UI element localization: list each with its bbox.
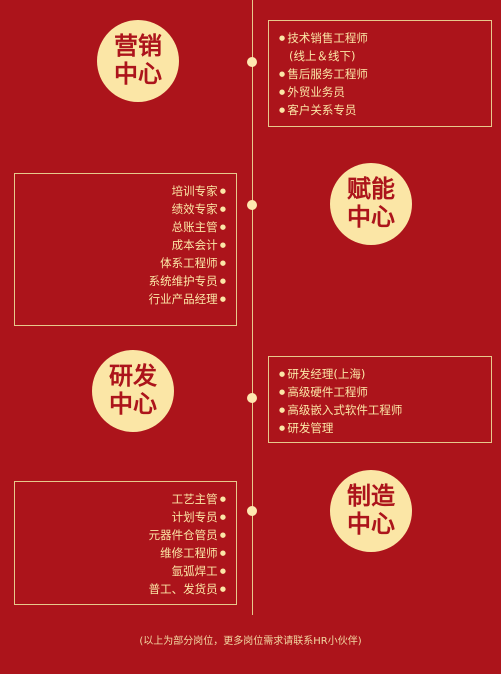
badge-title-line1: 营销: [114, 32, 162, 61]
rnd-center-badge: 研发 中心: [92, 350, 174, 432]
job-item: 维修工程师: [15, 544, 226, 562]
footer-note: (以上为部分岗位，更多岗位需求请联系HR小伙伴): [139, 636, 362, 647]
job-item: 外贸业务员: [279, 83, 491, 101]
job-item: 体系工程师: [15, 254, 226, 272]
job-item: 计划专员: [15, 508, 226, 526]
job-item: 研发经理(上海): [279, 365, 491, 383]
job-item: 研发管理: [279, 419, 491, 437]
job-item: 技术销售工程师: [279, 29, 491, 47]
job-item: 元器件仓管员: [15, 526, 226, 544]
badge-title-line1: 制造: [347, 482, 395, 511]
job-item: 绩效专家: [15, 200, 226, 218]
job-item: 系统维护专员: [15, 272, 226, 290]
job-item: 工艺主管: [15, 490, 226, 508]
manufacturing-center-badge: 制造 中心: [330, 470, 412, 552]
timeline-node: [247, 506, 257, 516]
badge-title-line1: 研发: [109, 362, 157, 391]
enablement-center-badge: 赋能 中心: [330, 163, 412, 245]
manufacturing-jobs-box: 工艺主管 计划专员 元器件仓管员 维修工程师 氩弧焊工 普工、发货员: [14, 481, 237, 605]
job-item: 氩弧焊工: [15, 562, 226, 580]
job-item: 行业产品经理: [15, 290, 226, 308]
job-item: 总账主管: [15, 218, 226, 236]
job-item: 客户关系专员: [279, 101, 491, 119]
timeline-node: [247, 57, 257, 67]
badge-title-line2: 中心: [109, 390, 157, 418]
job-item: 普工、发货员: [15, 580, 226, 598]
timeline-line: [252, 0, 253, 615]
job-item: 成本会计: [15, 236, 226, 254]
badge-title-line2: 中心: [114, 60, 162, 88]
enablement-jobs-box: 培训专家 绩效专家 总账主管 成本会计 体系工程师 系统维护专员 行业产品经理: [14, 173, 237, 326]
rnd-jobs-box: 研发经理(上海) 高级硬件工程师 高级嵌入式软件工程师 研发管理: [268, 356, 492, 443]
badge-title-line2: 中心: [347, 510, 395, 538]
badge-title-line1: 赋能: [347, 175, 395, 204]
job-item-note: (线上＆线下): [289, 49, 356, 63]
job-item: 高级硬件工程师: [279, 383, 491, 401]
job-item: 高级嵌入式软件工程师: [279, 401, 491, 419]
badge-title-line2: 中心: [347, 203, 395, 231]
job-item: 售后服务工程师: [279, 65, 491, 83]
job-item: 培训专家: [15, 182, 226, 200]
timeline-node: [247, 200, 257, 210]
marketing-jobs-box: 技术销售工程师 (线上＆线下) 售后服务工程师 外贸业务员 客户关系专员: [268, 20, 492, 127]
marketing-center-badge: 营销 中心: [97, 20, 179, 102]
timeline-node: [247, 393, 257, 403]
